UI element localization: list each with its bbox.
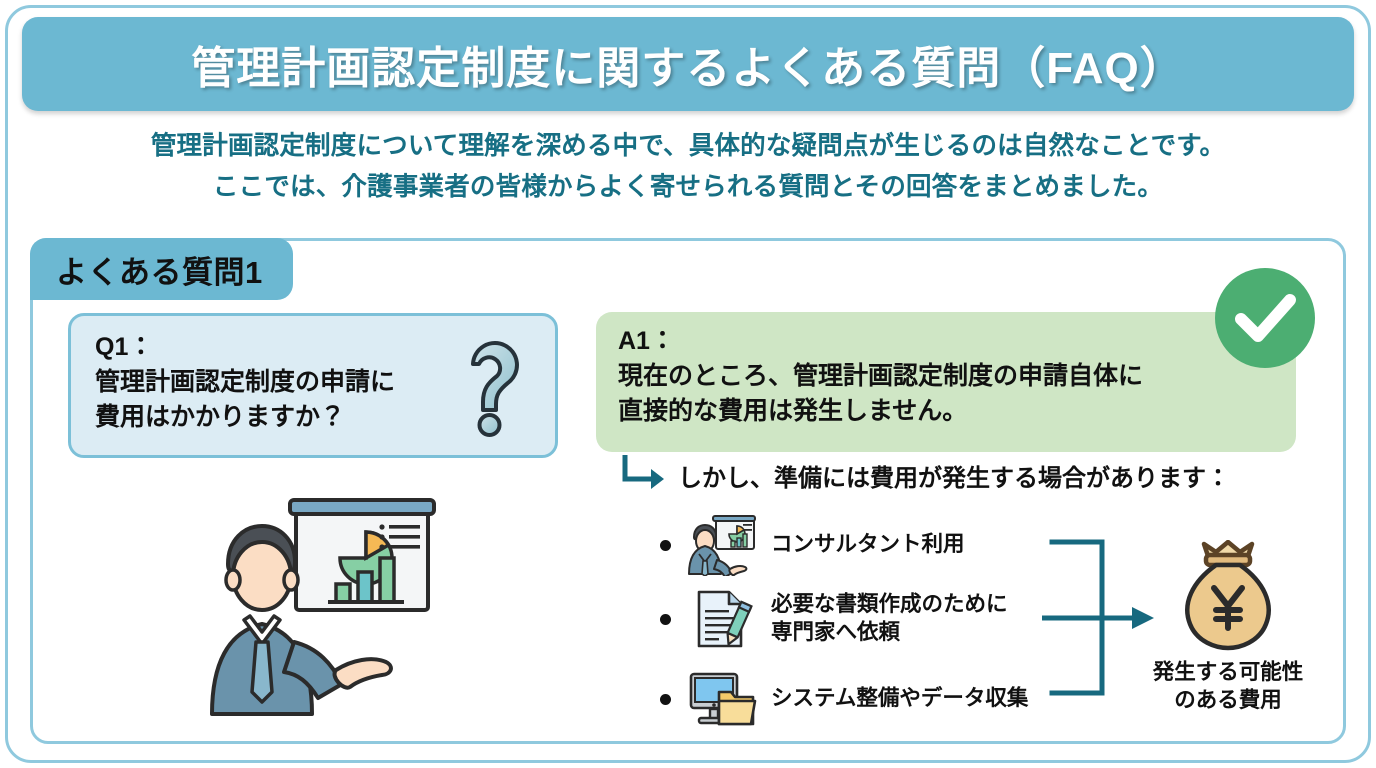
- question-text: Q1： 管理計画認定制度の申請に 費用はかかりますか？: [95, 330, 535, 435]
- bullet-dot-icon: [660, 693, 671, 705]
- page-title: 管理計画認定制度に関するよくある質問（FAQ）: [191, 44, 1185, 93]
- money-bag-yen-icon: [1176, 539, 1280, 656]
- outcome-group: 発生する可能性 のある費用: [1128, 539, 1328, 714]
- list-item-line-1: コンサルタント利用: [771, 532, 965, 557]
- faq-section-tab-label: よくある質問1: [56, 254, 263, 290]
- intro-line-1: 管理計画認定制度について理解を深める中で、具体的な疑問点が生じるのは自然なことで…: [150, 132, 1226, 160]
- list-item-label: コンサルタント利用: [771, 531, 965, 559]
- list-item-label: システム整備やデータ収集: [771, 685, 1028, 713]
- title-banner: 管理計画認定制度に関するよくある質問（FAQ）: [22, 17, 1354, 111]
- question-box: Q1： 管理計画認定制度の申請に 費用はかかりますか？: [68, 313, 558, 458]
- however-text: しかし、準備には費用が発生する場合があります：: [678, 464, 1230, 492]
- bullet-dot-icon: [660, 539, 671, 551]
- question-line-2: 費用はかかりますか？: [95, 403, 346, 431]
- list-item: システム整備やデータ収集: [660, 668, 1028, 730]
- answer-text: A1： 現在のところ、管理計画認定制度の申請自体に 直接的な費用は発生しません。: [618, 324, 1278, 429]
- bullet-dot-icon: [660, 613, 671, 625]
- computer-with-folder-icon: [685, 668, 757, 730]
- document-with-pen-icon: [685, 588, 757, 650]
- answer-box: A1： 現在のところ、管理計画認定制度の申請自体に 直接的な費用は発生しません。: [596, 312, 1296, 452]
- intro-paragraph: 管理計画認定制度について理解を深める中で、具体的な疑問点が生じるのは自然なことで…: [40, 126, 1336, 209]
- list-item-line-1: 必要な書類作成のために: [771, 592, 1008, 617]
- however-note: しかし、準備には費用が発生する場合があります：: [620, 454, 1230, 495]
- question-line-1: 管理計画認定制度の申請に: [95, 368, 396, 396]
- answer-line-2: 直接的な費用は発生しません。: [618, 397, 968, 425]
- outcome-label: 発生する可能性 のある費用: [1128, 659, 1328, 714]
- faq-section-tab: よくある質問1: [30, 238, 293, 300]
- outcome-line-1: 発生する可能性: [1152, 660, 1304, 684]
- intro-line-2: ここでは、介護事業者の皆様からよく寄せられる質問とその回答をまとめました。: [212, 173, 1164, 202]
- consultant-presenter-icon: [685, 514, 757, 578]
- check-circle-icon: [1213, 266, 1317, 370]
- list-item: 必要な書類作成のために 専門家へ依頼: [660, 588, 1008, 650]
- corner-down-right-arrow-icon: [620, 454, 666, 495]
- answer-label: A1：: [618, 327, 675, 355]
- presenter-with-chart-board-icon: [190, 492, 440, 720]
- list-item-label: 必要な書類作成のために 専門家へ依頼: [771, 591, 1008, 647]
- list-item-line-1: システム整備やデータ収集: [771, 686, 1029, 711]
- question-label: Q1：: [95, 333, 154, 361]
- question-mark-icon: [453, 332, 537, 442]
- outcome-line-2: のある費用: [1174, 687, 1282, 712]
- answer-line-1: 現在のところ、管理計画認定制度の申請自体に: [618, 362, 1144, 390]
- list-item-line-2: 専門家へ依頼: [771, 620, 901, 644]
- list-item: コンサルタント利用: [660, 514, 965, 578]
